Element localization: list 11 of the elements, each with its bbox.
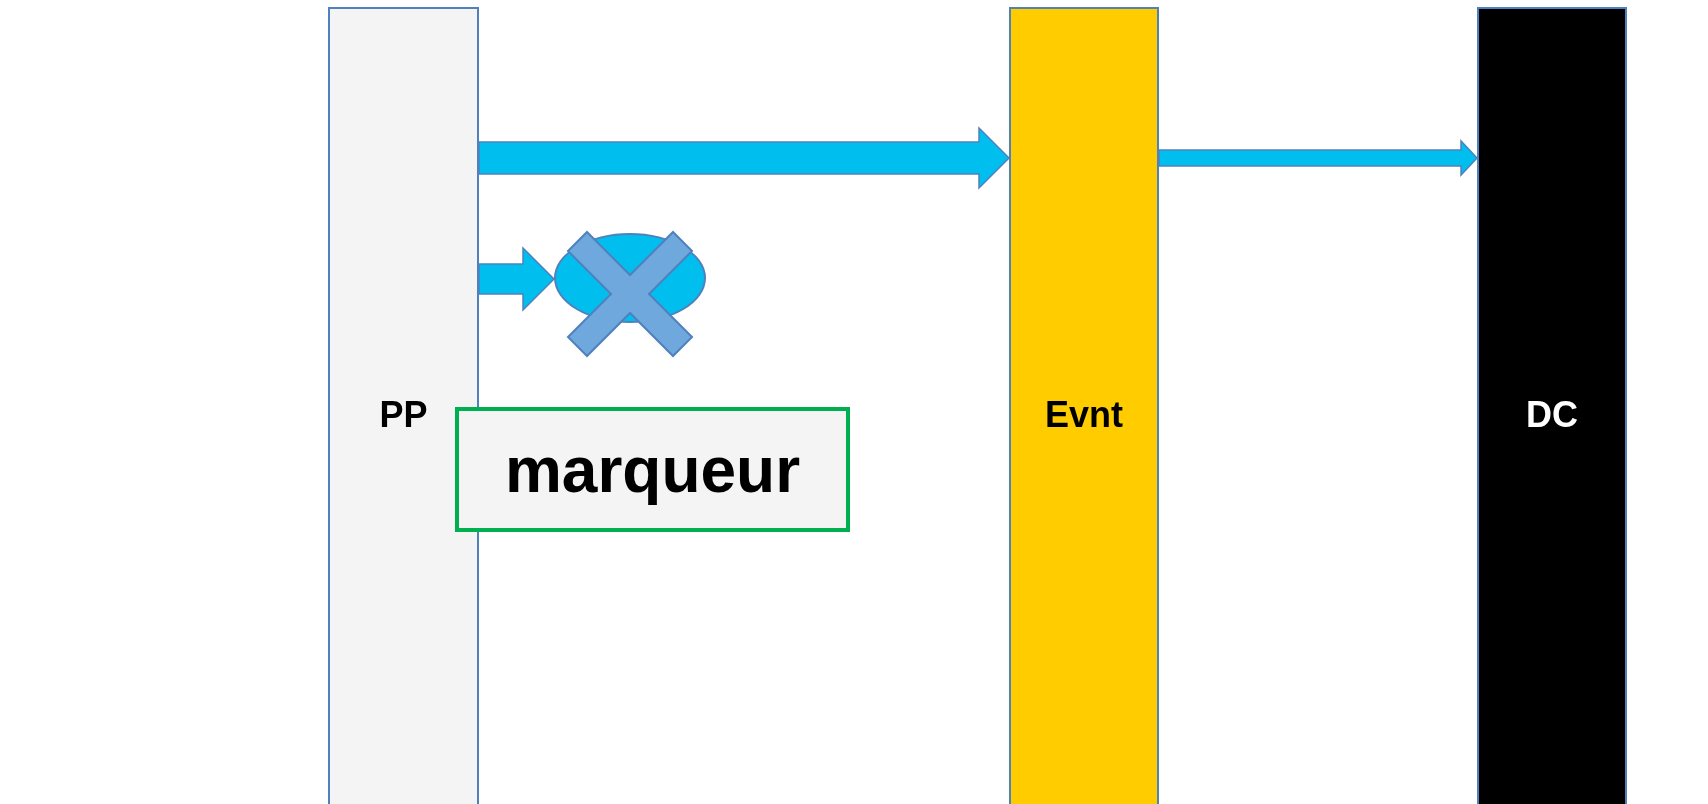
block-arrow — [478, 126, 1011, 190]
block-arrow — [478, 246, 556, 312]
node-label: PP — [378, 394, 429, 436]
node-label: marqueur — [503, 433, 802, 507]
node-label: DC — [1525, 394, 1579, 436]
column-bar — [328, 7, 479, 804]
block-arrow — [1158, 139, 1479, 177]
label-box — [455, 407, 850, 532]
node-label: Evnt — [1044, 394, 1124, 436]
column-bar — [1009, 7, 1159, 804]
column-bar — [1477, 7, 1627, 804]
